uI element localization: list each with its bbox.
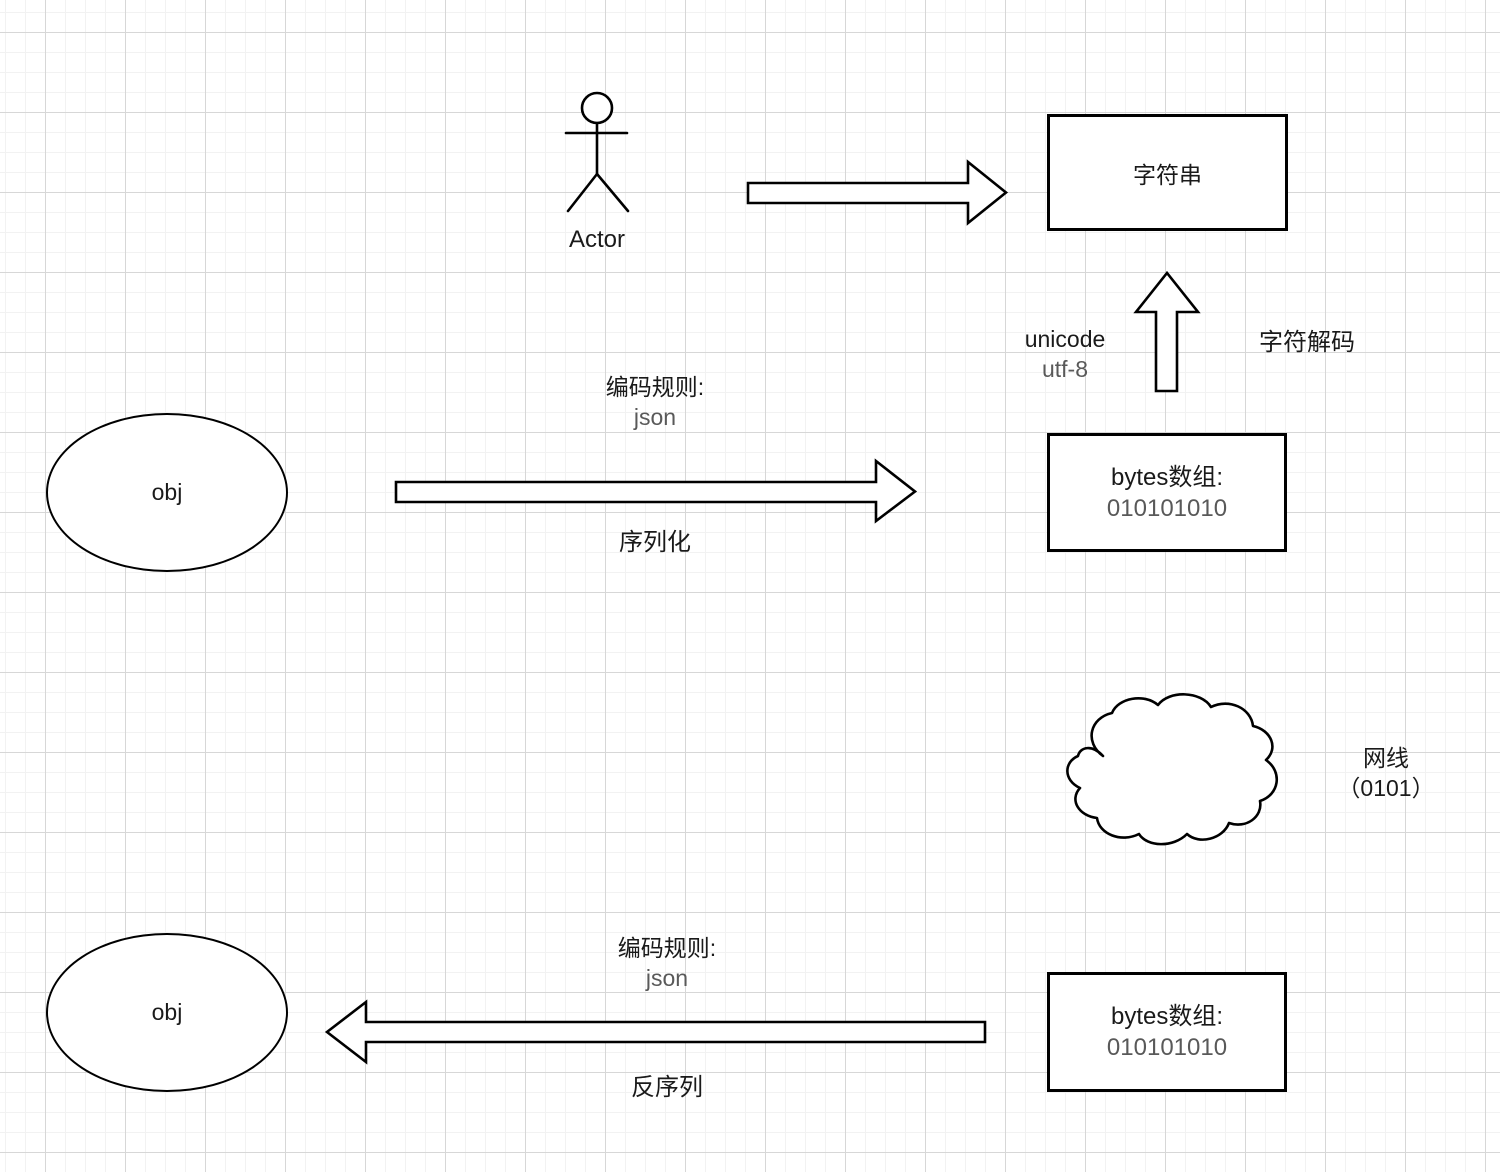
block-arrow-right-middle[interactable] xyxy=(394,458,918,524)
obj-node-top-label: obj xyxy=(151,479,183,505)
unicode-note-line2: utf-8 xyxy=(1041,356,1089,382)
string-box-label: 字符串 xyxy=(1133,161,1202,188)
encode-rule-top-line2: json xyxy=(633,404,677,430)
actor-icon[interactable] xyxy=(564,91,630,213)
obj-node-bottom[interactable]: obj xyxy=(46,933,288,1092)
block-arrow-up[interactable] xyxy=(1133,270,1201,393)
bytes-box-top-value: 010101010 xyxy=(1106,494,1228,522)
network-note[interactable]: 网线 （0101） xyxy=(1337,743,1434,803)
cloud-shape[interactable] xyxy=(1066,693,1279,846)
serialize-label[interactable]: 序列化 xyxy=(619,529,691,556)
bytes-box-bottom[interactable]: bytes数组: 010101010 xyxy=(1047,972,1287,1092)
obj-node-bottom-label: obj xyxy=(151,999,183,1025)
block-arrow-left-bottom[interactable] xyxy=(324,999,987,1065)
encode-rule-bottom-line2: json xyxy=(645,965,689,991)
encode-rule-top-line1: 编码规则: xyxy=(605,374,705,400)
encode-rule-note-bottom[interactable]: 编码规则: json xyxy=(618,933,716,993)
string-box[interactable]: 字符串 xyxy=(1047,114,1288,231)
encode-rule-bottom-line1: 编码规则: xyxy=(617,935,717,961)
block-arrow-right-top[interactable] xyxy=(746,159,1009,226)
decode-note[interactable]: 字符解码 xyxy=(1259,329,1355,356)
unicode-note-line1: unicode xyxy=(1024,326,1106,352)
unicode-note[interactable]: unicode utf-8 xyxy=(1025,324,1106,384)
bytes-box-bottom-value: 010101010 xyxy=(1106,1034,1228,1061)
bytes-box-top[interactable]: bytes数组: 010101010 xyxy=(1047,433,1287,552)
actor-label[interactable]: Actor xyxy=(568,226,626,253)
bytes-box-top-title: bytes数组: xyxy=(1110,463,1224,491)
encode-rule-note-top[interactable]: 编码规则: json xyxy=(606,372,704,432)
deserialize-label[interactable]: 反序列 xyxy=(631,1074,703,1101)
network-note-line1: 网线 xyxy=(1362,745,1409,771)
network-note-line2: （0101） xyxy=(1337,775,1435,801)
obj-node-top[interactable]: obj xyxy=(46,413,288,572)
bytes-box-bottom-title: bytes数组: xyxy=(1110,1003,1224,1030)
